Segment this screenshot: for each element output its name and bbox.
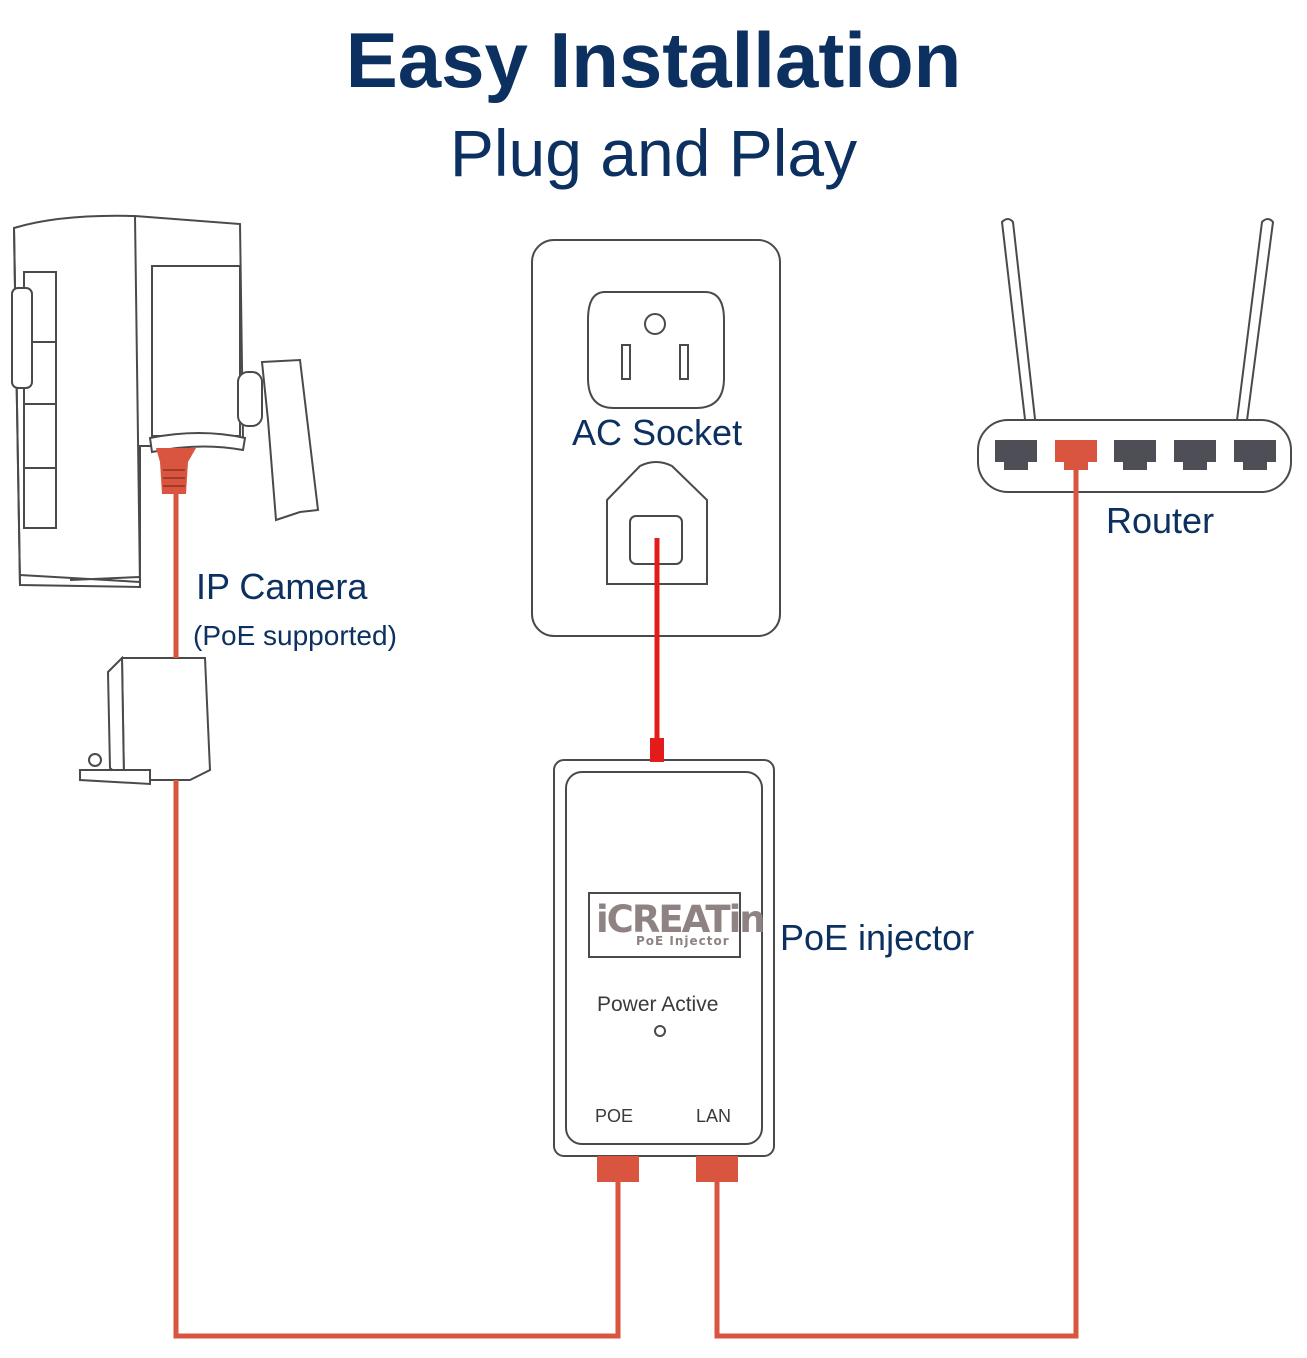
poe-injector-label: PoE injector [780, 917, 975, 958]
router-label: Router [1106, 500, 1215, 541]
poe-injector-icon [553, 759, 775, 1157]
router-ports [995, 440, 1276, 470]
lan-cable [714, 468, 1079, 1339]
poe-supported-label: (PoE supported) [193, 620, 397, 651]
ac-socket-label: AC Socket [572, 412, 743, 453]
lan-port-plug [696, 1156, 738, 1182]
cables [173, 468, 1079, 1339]
lan-port-label: LAN [696, 1106, 732, 1126]
camera-port-icon [156, 448, 196, 494]
page-title: Easy Installation [345, 16, 962, 104]
power-plug [650, 738, 664, 762]
camera-cable [173, 780, 621, 1339]
page-subtitle: Plug and Play [449, 116, 858, 190]
ip-camera-label: IP Camera [196, 566, 368, 607]
power-active-label: Power Active [597, 993, 719, 1016]
logo-subtext: PoE Injector [636, 934, 730, 948]
poe-port-plug [597, 1156, 639, 1182]
ip-camera-icon [11, 214, 320, 786]
brand-logo: iCREATin PoE Injector [588, 892, 766, 958]
poe-port-label: POE [595, 1106, 634, 1126]
logo-text: iCREATin [596, 898, 766, 941]
